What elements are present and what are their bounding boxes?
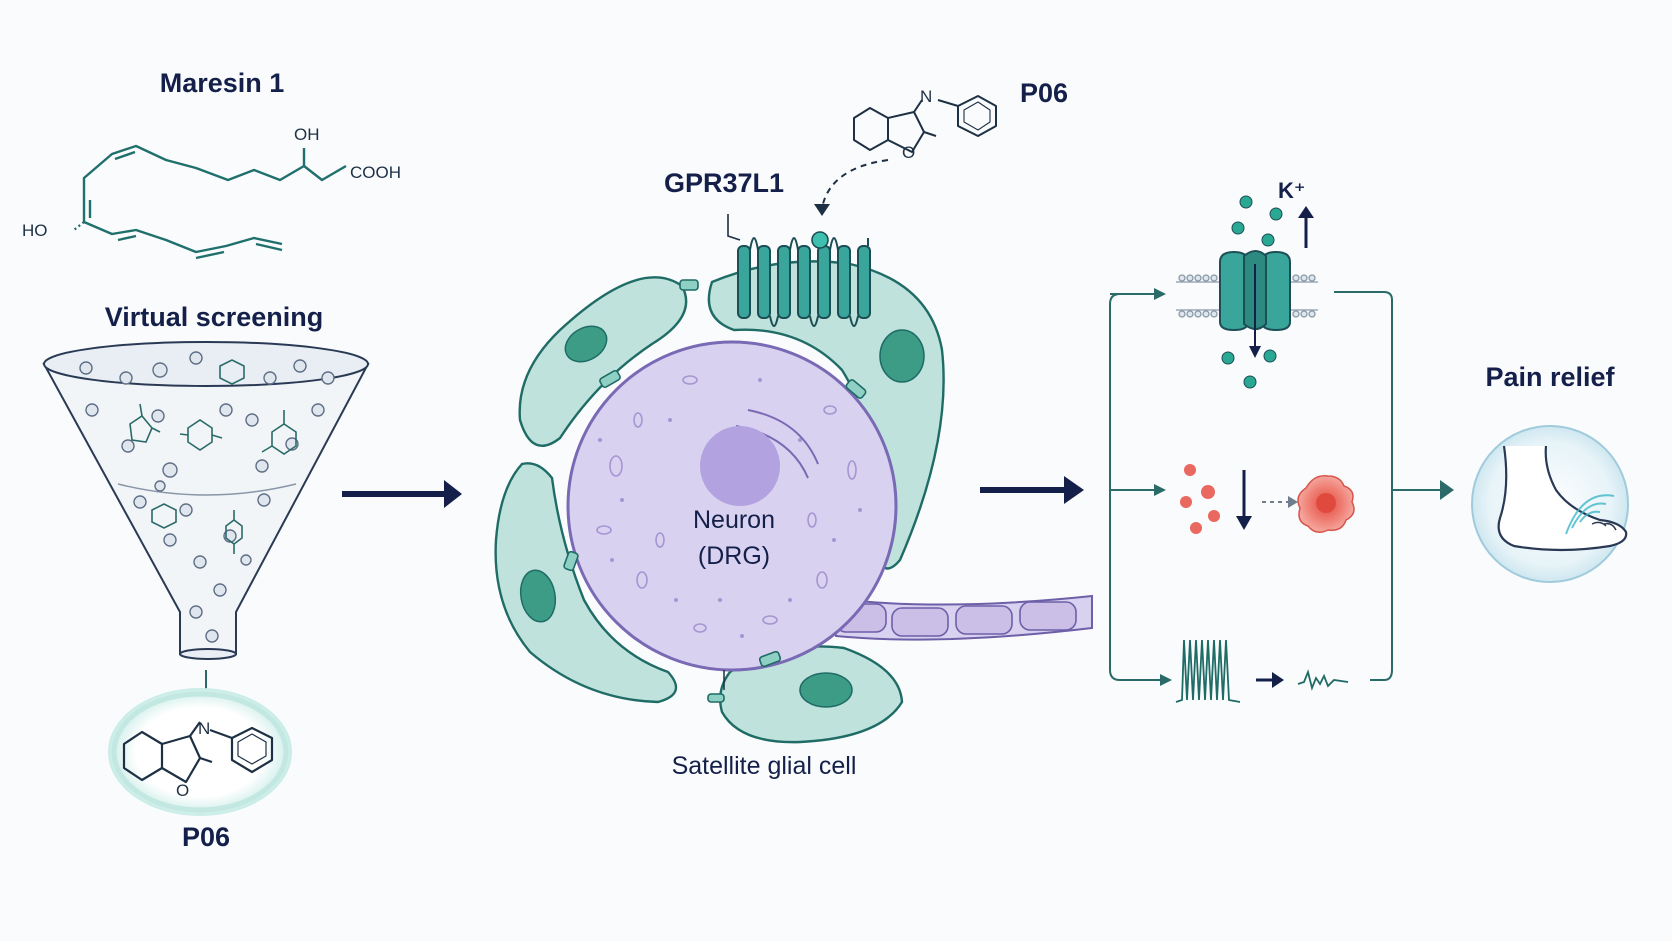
maresin-structure xyxy=(73,144,347,260)
gap-junctions xyxy=(563,279,867,703)
p06-top-n-atom: N xyxy=(920,87,932,106)
p06-hit-structure: N O xyxy=(108,688,292,816)
gpr37l1-label: GPR37L1 xyxy=(664,168,784,198)
gpr37l1-receptor xyxy=(737,245,871,319)
satellite-glial-label: Satellite glial cell xyxy=(672,752,857,780)
bracket-arrowhead-top xyxy=(1154,288,1166,300)
gpr37l1-loops xyxy=(749,237,869,327)
firing-reduce-arrowhead xyxy=(1272,672,1284,688)
pain-relief-foot-icon xyxy=(1471,425,1629,583)
maresin-label: Maresin 1 xyxy=(160,68,285,98)
bracket-arrowhead-bottom xyxy=(1160,674,1172,686)
cooh-label: COOH xyxy=(350,163,401,182)
potassium-label: K⁺ xyxy=(1278,178,1306,203)
p06-binding-arrow xyxy=(821,159,889,209)
p06-top-o-atom: O xyxy=(902,143,915,162)
p06-top-structure xyxy=(853,95,997,153)
axon xyxy=(828,594,1093,641)
bracket-arrowhead-mid xyxy=(1154,484,1166,496)
ho-label: HO xyxy=(22,221,48,240)
p06-hit-n-atom: N xyxy=(198,719,210,738)
inflammation-effect xyxy=(1180,464,1355,534)
p06-hit-o-atom: O xyxy=(176,781,189,800)
neuron-label-line1: Neuron xyxy=(693,506,775,534)
neuron-body xyxy=(566,340,898,672)
membrane-k-channel xyxy=(1176,195,1318,389)
p06-binding-arrowhead xyxy=(814,204,830,216)
p06-bottom-label: P06 xyxy=(182,822,230,852)
neuron-label-line2: (DRG) xyxy=(698,542,770,570)
virtual-screening-label: Virtual screening xyxy=(105,302,324,332)
arrow-cell-to-effects-head xyxy=(1064,476,1084,504)
p06-top-label: P06 xyxy=(1020,78,1068,108)
arrow-to-pain-relief-head xyxy=(1440,480,1454,500)
effects-bracket xyxy=(1109,291,1446,681)
pain-relief-label: Pain relief xyxy=(1485,362,1615,392)
screening-funnel xyxy=(42,341,370,660)
p06-ligand-dot xyxy=(811,231,829,249)
gpr-pointer-line xyxy=(727,214,741,241)
glia-nuclei xyxy=(519,325,925,708)
oh-label: OH xyxy=(294,125,320,144)
firing-effect xyxy=(1175,639,1349,703)
arrow-screening-to-cell-head xyxy=(444,480,462,508)
